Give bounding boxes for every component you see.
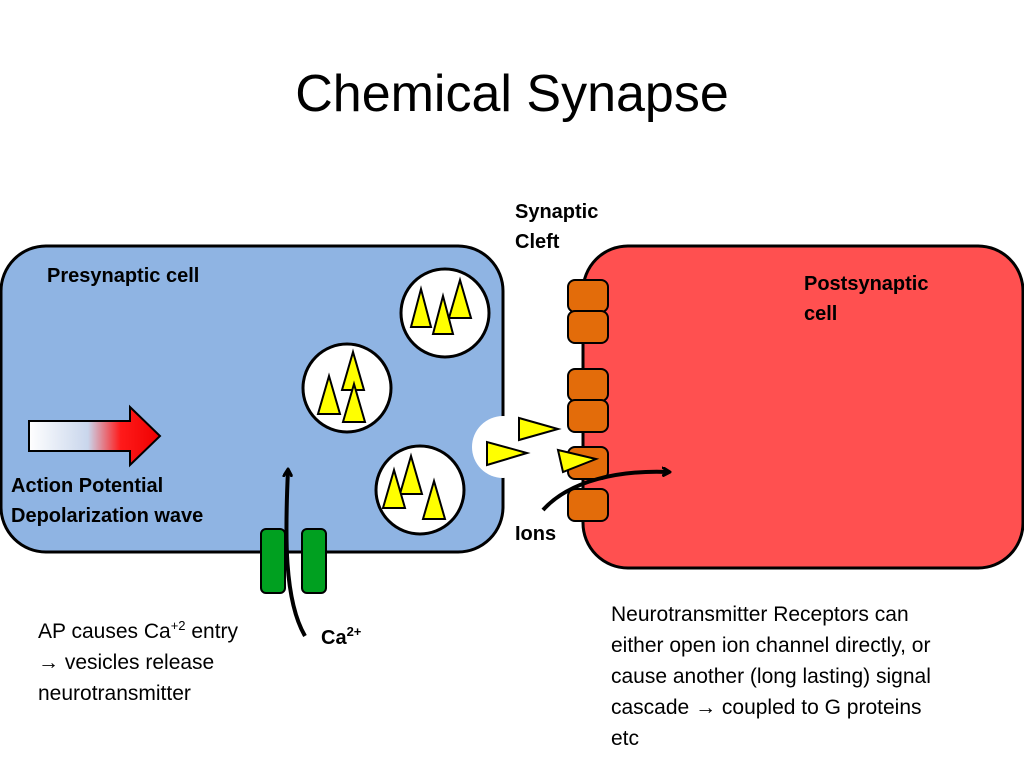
arrow-icon: →	[695, 696, 717, 719]
postsynaptic-cell	[581, 244, 1024, 570]
arrow-icon: →	[38, 651, 59, 674]
neurotransmitter	[556, 448, 600, 474]
calcium-label: Ca2+	[321, 624, 362, 649]
synaptic-cleft-label: Synaptic Cleft	[515, 201, 599, 253]
calcium-influx-arrow	[286, 470, 307, 638]
receptor	[567, 310, 609, 344]
vesicle	[399, 267, 491, 359]
calcium-channel	[301, 528, 327, 594]
neurotransmitter	[518, 416, 562, 442]
note-presynaptic: AP causes Ca+2 entry → vesicles release …	[38, 618, 239, 705]
receptor	[567, 368, 609, 402]
vesicle	[301, 342, 393, 434]
neurotransmitter	[486, 440, 531, 467]
action-potential-label: Action Potential Depolarization wave	[11, 475, 204, 527]
ions-label: Ions	[515, 523, 557, 545]
ion-flow-arrow	[541, 472, 669, 512]
neurotransmitters	[486, 416, 600, 474]
note-postsynaptic: Neurotransmitter Receptors can either op…	[611, 603, 931, 750]
presynaptic-label: Presynaptic cell	[47, 265, 200, 287]
calcium-channel	[260, 528, 286, 594]
vesicle	[374, 444, 466, 536]
receptor	[567, 399, 609, 433]
receptor	[567, 488, 609, 522]
page-title: Chemical Synapse	[295, 65, 729, 123]
postsynaptic-label: Postsynaptic cell	[804, 273, 929, 325]
action-potential-arrow	[28, 404, 162, 468]
receptor	[567, 279, 609, 313]
